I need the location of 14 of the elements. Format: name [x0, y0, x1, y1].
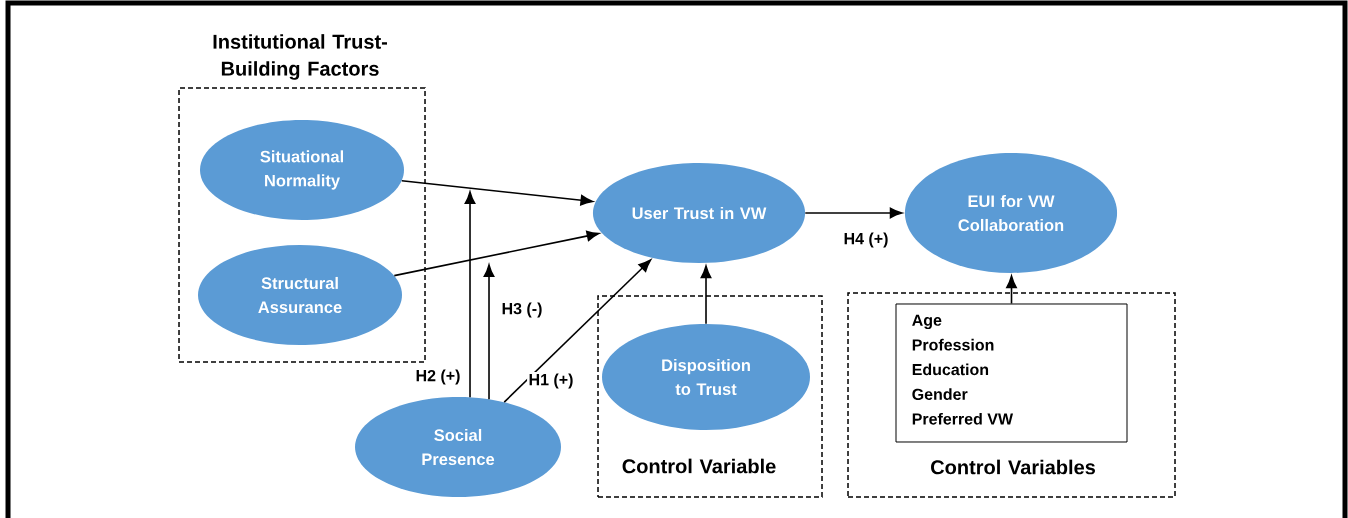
edge-label: H1 (+)	[527, 372, 575, 390]
variables-box: Age Profession Education Gender Preferred VW	[895, 303, 1128, 443]
arrow	[483, 264, 495, 401]
edge-label: H3 (-)	[500, 301, 544, 319]
arrow	[804, 207, 903, 219]
arrow	[503, 259, 652, 403]
arrow	[401, 180, 594, 206]
arrow	[393, 230, 600, 277]
arrow	[700, 265, 712, 325]
arrow	[1006, 275, 1017, 305]
node-label: Institutional Trust-Building Factors	[213, 34, 388, 80]
arrow	[464, 191, 476, 399]
edge-label: H4 (+)	[842, 231, 890, 249]
edge-label: H2 (+)	[414, 368, 462, 386]
